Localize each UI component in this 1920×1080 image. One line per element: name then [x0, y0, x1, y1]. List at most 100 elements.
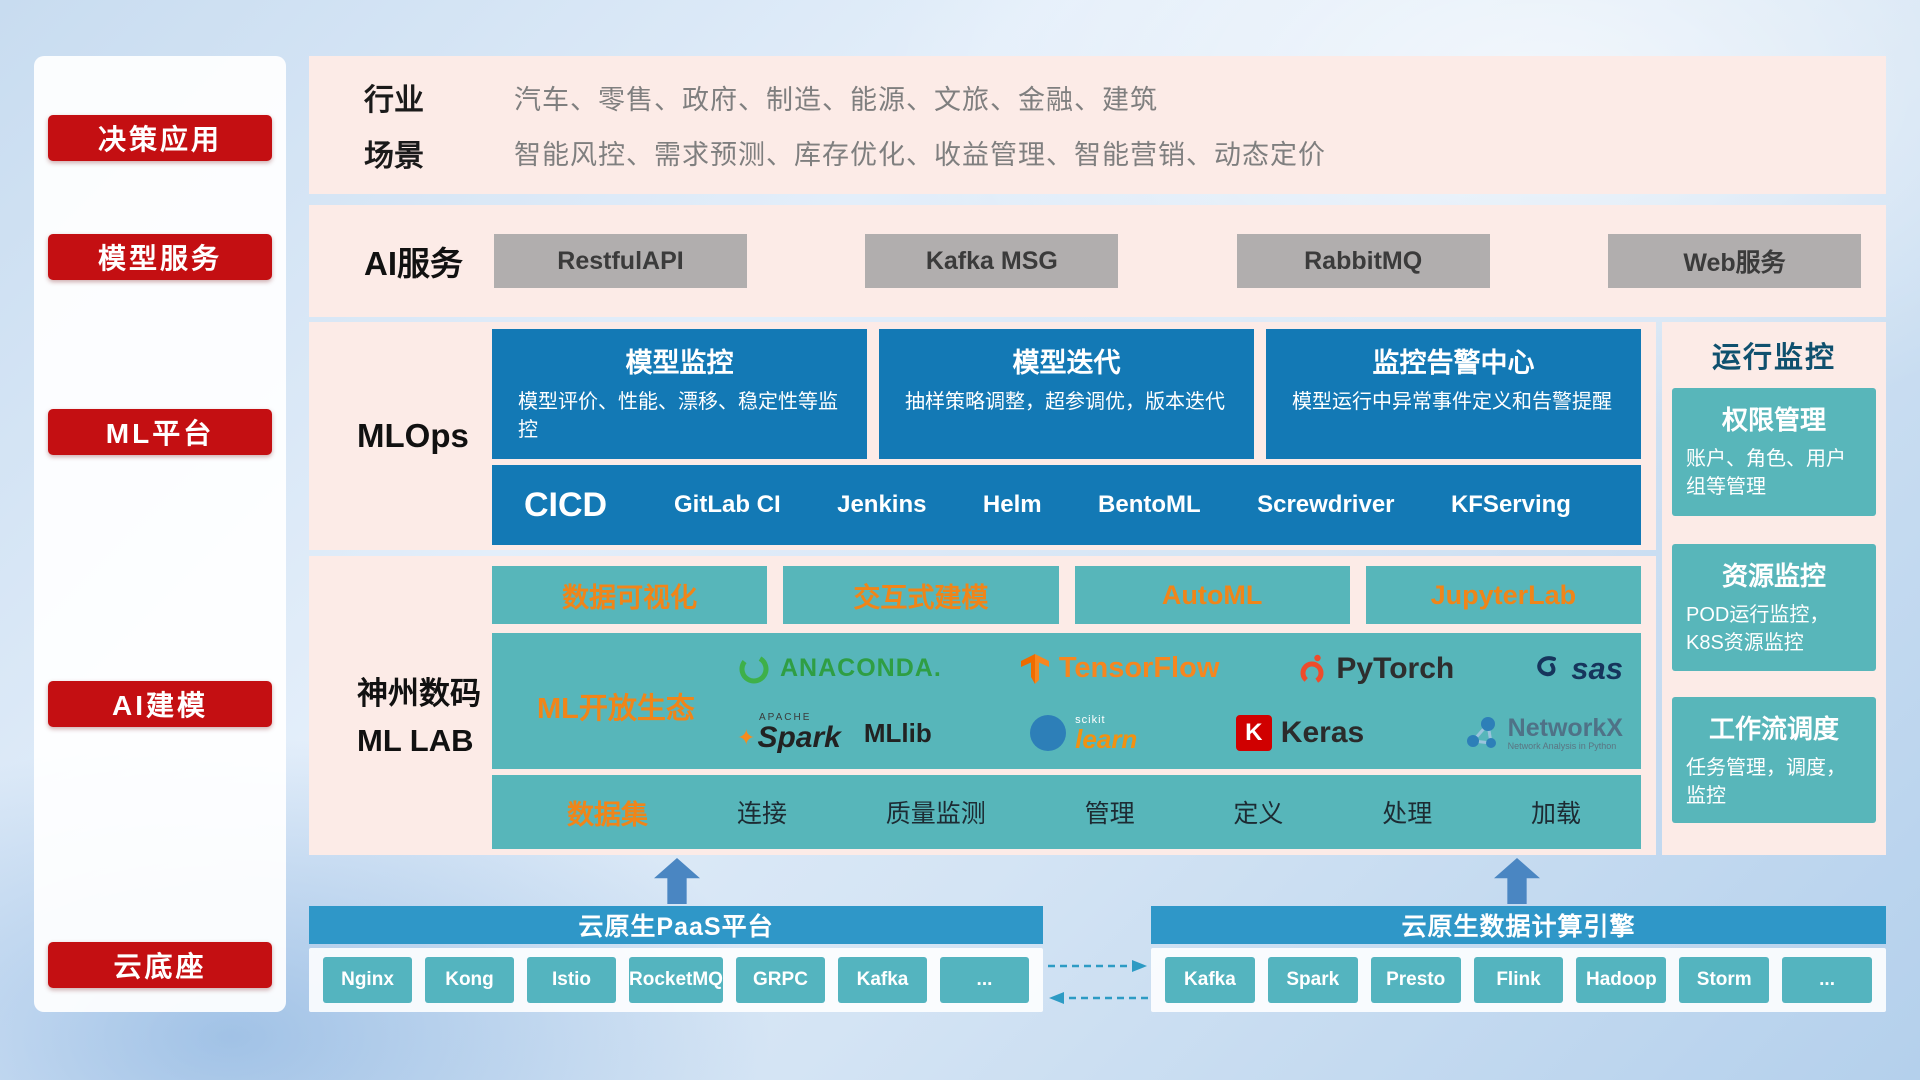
engine-chip-presto: Presto: [1370, 957, 1461, 1003]
layer-label-model-service: 模型服务: [48, 234, 272, 280]
dataset-item-quality: 质量监测: [885, 800, 986, 828]
tool-interactive-modeling: 交互式建模: [783, 566, 1059, 624]
scikit-learn-logo: scikit learn: [1030, 713, 1138, 754]
runtime-monitor-title: 运行监控: [1711, 342, 1836, 374]
dataset-item-manage: 管理: [1084, 800, 1135, 828]
cicd-item-screwdriver: Screwdriver: [1257, 491, 1395, 518]
networkx-text: NetworkX: [1507, 713, 1623, 742]
mllab-label-line2: ML LAB: [357, 722, 474, 758]
ai-service-chip-restfulapi: RestfulAPI: [494, 234, 747, 288]
anaconda-icon: [739, 654, 769, 684]
dataset-item-process: 处理: [1382, 800, 1433, 828]
ml-ecosystem-label: ML开放生态: [537, 693, 695, 725]
layer-label-ai-modeling: AI建模: [48, 681, 272, 727]
cicd-items: GitLab CI Jenkins Helm BentoML Screwdriv…: [674, 491, 1571, 519]
industry-label: 行业: [364, 84, 424, 118]
card-title: 工作流调度: [1708, 714, 1839, 744]
spark-apache-text: APACHE: [759, 712, 812, 724]
dataset-label: 数据集: [567, 799, 648, 830]
anaconda-logo: ANACONDA.: [737, 652, 942, 686]
ai-service-chips: RestfulAPI Kafka MSG RabbitMQ Web服务: [494, 234, 1861, 288]
card-desc: 任务管理，调度，监控: [1686, 757, 1846, 807]
card-desc: POD运行监控，K8S资源监控: [1686, 604, 1830, 654]
card-alert-center: 监控告警中心 模型运行中异常事件定义和告警提醒: [1266, 329, 1641, 459]
spark-star-icon: ✦: [737, 725, 756, 751]
card-title: 模型监控: [625, 348, 734, 378]
ai-service-label: AI服务: [364, 245, 463, 282]
paas-chip-nginx: Nginx: [323, 957, 412, 1003]
dataset-item-load: 加载: [1530, 800, 1581, 828]
networkx-icon: [1466, 717, 1496, 749]
mllab-tools: 数据可视化 交互式建模 AutoML JupyterLab: [492, 566, 1641, 624]
engine-chip-kafka: Kafka: [1165, 957, 1255, 1003]
sas-logo: sas: [1532, 651, 1623, 687]
ai-service-panel: AI服务 RestfulAPI Kafka MSG RabbitMQ Web服务: [309, 205, 1886, 317]
engine-chip-spark: Spark: [1267, 957, 1358, 1003]
mlops-cards: 模型监控 模型评价、性能、漂移、稳定性等监控 模型迭代 抽样策略调整，超参调优，…: [492, 329, 1641, 459]
scikit-circle-icon: [1030, 715, 1067, 752]
card-title: 资源监控: [1721, 561, 1826, 591]
dataset-item-define: 定义: [1233, 800, 1284, 828]
scikit-small-text: scikit: [1075, 713, 1106, 726]
paas-components: Nginx Kong Istio RocketMQ GRPC Kafka ...: [309, 948, 1043, 1012]
paas-chip-rocketmq: RocketMQ: [629, 957, 723, 1003]
data-engine-title: 云原生数据计算引擎: [1401, 913, 1636, 941]
mllab-label: 神州数码 ML LAB: [357, 671, 481, 764]
cicd-item-gitlab-ci: GitLab CI: [674, 491, 781, 518]
cicd-bar: CICD GitLab CI Jenkins Helm BentoML Scre…: [492, 465, 1641, 545]
dataset-item-connect: 连接: [737, 800, 788, 828]
mllab-label-line1: 神州数码: [357, 676, 481, 711]
engine-chip-storm: Storm: [1679, 957, 1770, 1003]
paas-platform-bar: 云原生PaaS平台: [309, 906, 1043, 944]
sas-icon: [1537, 655, 1557, 676]
pytorch-logo: PyTorch: [1297, 652, 1454, 686]
layer-label-cloud-base: 云底座: [48, 942, 272, 988]
data-engine-bar: 云原生数据计算引擎: [1151, 906, 1886, 944]
runtime-monitor-panel: 运行监控 权限管理 账户、角色、用户组等管理 资源监控 POD运行监控，K8S资…: [1662, 322, 1886, 855]
exchange-arrows-icon: [1048, 960, 1148, 1004]
card-title: 权限管理: [1721, 405, 1826, 435]
keras-text: Keras: [1280, 716, 1365, 750]
keras-k-icon: K: [1235, 715, 1272, 752]
paas-chip-kafka: Kafka: [837, 957, 927, 1003]
mllab-panel: 神州数码 ML LAB 数据可视化 交互式建模 AutoML JupyterLa…: [309, 556, 1656, 855]
pytorch-text: PyTorch: [1336, 651, 1455, 685]
logo-row-2: APACHE ✦Spark MLlib scikit learn K: [737, 704, 1623, 762]
card-workflow-scheduler: 工作流调度 任务管理，调度，监控: [1672, 697, 1876, 823]
dataset-items: 连接 质量监测 管理 定义 处理 加载: [737, 794, 1581, 830]
tensorflow-logo: TensorFlow: [1020, 652, 1219, 685]
card-desc: 模型评价、性能、漂移、稳定性等监控: [518, 391, 838, 441]
card-permission-mgmt: 权限管理 账户、角色、用户组等管理: [1672, 388, 1876, 516]
layer-label-ml-platform: ML平台: [48, 409, 272, 455]
cicd-item-kfserving: KFServing: [1450, 491, 1571, 518]
card-desc: 账户、角色、用户组等管理: [1686, 448, 1846, 498]
paas-chip-more: ...: [939, 957, 1029, 1003]
card-model-iteration: 模型迭代 抽样策略调整，超参调优，版本迭代: [879, 329, 1254, 459]
paas-platform-title: 云原生PaaS平台: [578, 913, 774, 941]
card-desc: 模型运行中异常事件定义和告警提醒: [1292, 391, 1612, 413]
cicd-label: CICD: [524, 485, 608, 524]
scikit-learn-text: learn: [1075, 723, 1138, 754]
scenario-label: 场景: [364, 139, 424, 173]
card-model-monitoring: 模型监控 模型评价、性能、漂移、稳定性等监控: [492, 329, 867, 459]
industry-value: 汽车、零售、政府、制造、能源、文旅、金融、建筑: [514, 84, 1158, 115]
cicd-item-helm: Helm: [982, 491, 1042, 518]
anaconda-text: ANACONDA.: [780, 654, 942, 683]
up-arrow-left-icon: [654, 858, 700, 904]
tool-data-visualization: 数据可视化: [492, 566, 768, 624]
cicd-item-bentoml: BentoML: [1098, 491, 1201, 518]
mlops-label: MLOps: [357, 417, 469, 454]
engine-chip-hadoop: Hadoop: [1576, 957, 1667, 1003]
ai-service-chip-kafka-msg: Kafka MSG: [865, 234, 1119, 288]
card-desc: 抽样策略调整，超参调优，版本迭代: [905, 391, 1225, 413]
ai-service-chip-web: Web服务: [1607, 234, 1861, 288]
engine-chip-flink: Flink: [1473, 957, 1564, 1003]
card-title: 模型迭代: [1012, 348, 1121, 378]
tool-automl: AutoML: [1074, 566, 1350, 624]
networkx-subtitle: Network Analysis in Python: [1507, 741, 1617, 752]
spark-logo: APACHE ✦Spark: [737, 713, 841, 753]
scenario-value: 智能风控、需求预测、库存优化、收益管理、智能营销、动态定价: [514, 140, 1326, 171]
paas-chip-istio: Istio: [527, 957, 616, 1003]
card-resource-monitor: 资源监控 POD运行监控，K8S资源监控: [1672, 544, 1876, 671]
